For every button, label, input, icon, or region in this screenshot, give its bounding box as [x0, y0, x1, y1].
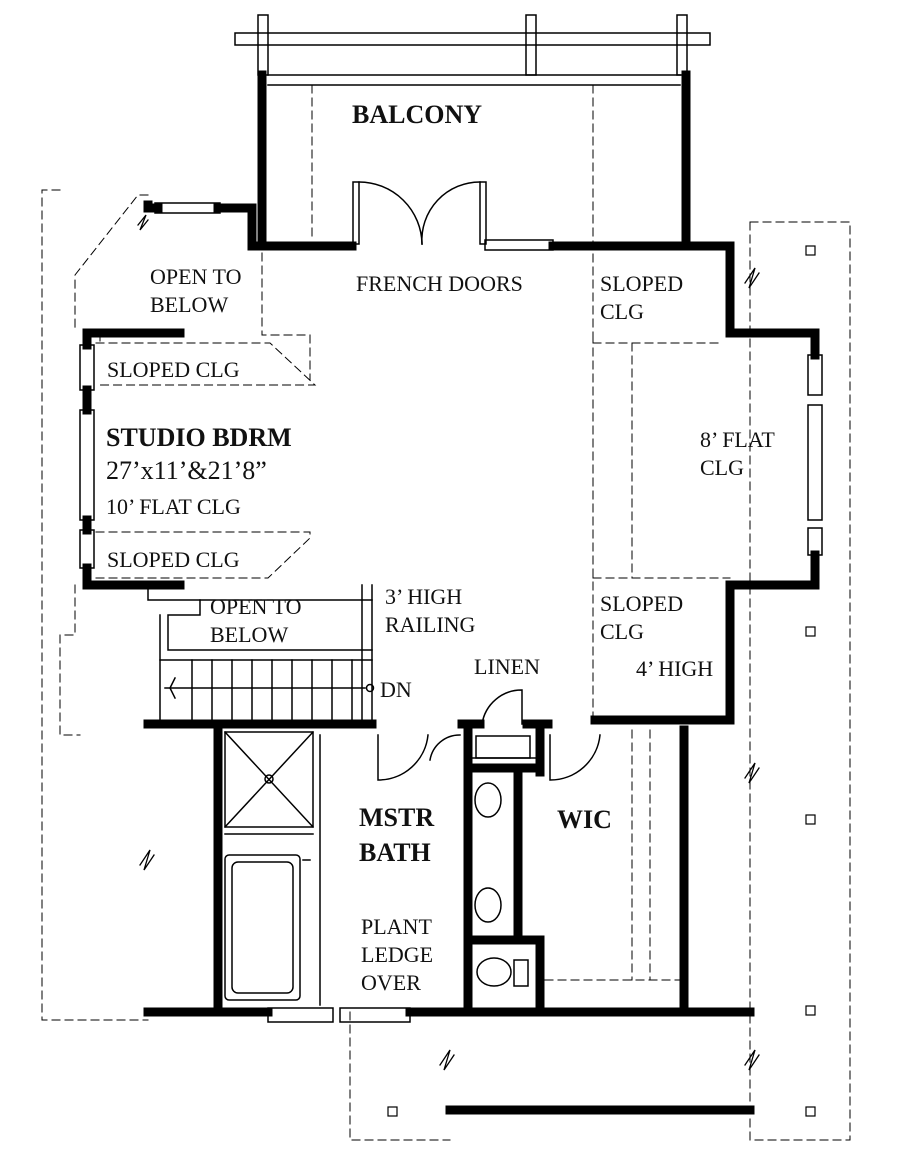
label-plant-ledge-1: PLANT	[361, 914, 432, 939]
label-railing-1: 3’ HIGH	[385, 584, 463, 609]
interior-doors	[377, 689, 601, 781]
label-open-to-below-mid-1: OPEN TO	[210, 594, 302, 619]
stair	[147, 584, 375, 725]
post-markers	[387, 245, 816, 1117]
room-label-balcony: BALCONY	[352, 100, 483, 129]
label-open-to-below-top-1: OPEN TO	[150, 264, 242, 289]
label-open-to-below-mid-2: BELOW	[210, 622, 289, 647]
label-sloped-clg-right-top-2: CLG	[600, 299, 644, 324]
label-railing-2: RAILING	[385, 612, 476, 637]
bath-fixtures	[223, 730, 536, 1006]
label-linen: LINEN	[474, 654, 540, 679]
french-doors	[352, 181, 487, 245]
label-sloped-clg-right-bottom-1: SLOPED	[600, 591, 684, 616]
label-10-flat-clg: 10’ FLAT CLG	[106, 494, 241, 519]
label-dn: DN	[380, 677, 412, 702]
label-plant-ledge-2: LEDGE	[361, 942, 434, 967]
room-label-mstr-bath-2: BATH	[359, 838, 431, 867]
break-symbols	[137, 214, 760, 1071]
label-plant-ledge-3: OVER	[361, 970, 421, 995]
room-label-mstr-bath-1: MSTR	[359, 803, 435, 832]
label-open-to-below-top-2: BELOW	[150, 292, 229, 317]
label-sloped-clg-left-bottom: SLOPED CLG	[107, 547, 240, 572]
balcony-dashed-lines	[311, 84, 594, 336]
label-4-high: 4’ HIGH	[636, 656, 714, 681]
dashed-outlines	[41, 189, 851, 1141]
room-label-studio-bdrm: STUDIO BDRM	[106, 423, 292, 452]
windows	[79, 202, 823, 1023]
label-8-flat-clg-1: 8’ FLAT	[700, 427, 775, 452]
room-label-wic: WIC	[557, 805, 612, 834]
label-sloped-clg-right-bottom-2: CLG	[600, 619, 644, 644]
label-8-flat-clg-2: CLG	[700, 455, 744, 480]
label-sloped-clg-left-top: SLOPED CLG	[107, 357, 240, 382]
balcony-rail	[234, 14, 711, 86]
label-french-doors: FRENCH DOORS	[356, 271, 523, 296]
label-studio-dimensions: 27’x11’&21’8”	[106, 456, 267, 485]
walls	[82, 70, 820, 1115]
label-sloped-clg-right-top-1: SLOPED	[600, 271, 684, 296]
